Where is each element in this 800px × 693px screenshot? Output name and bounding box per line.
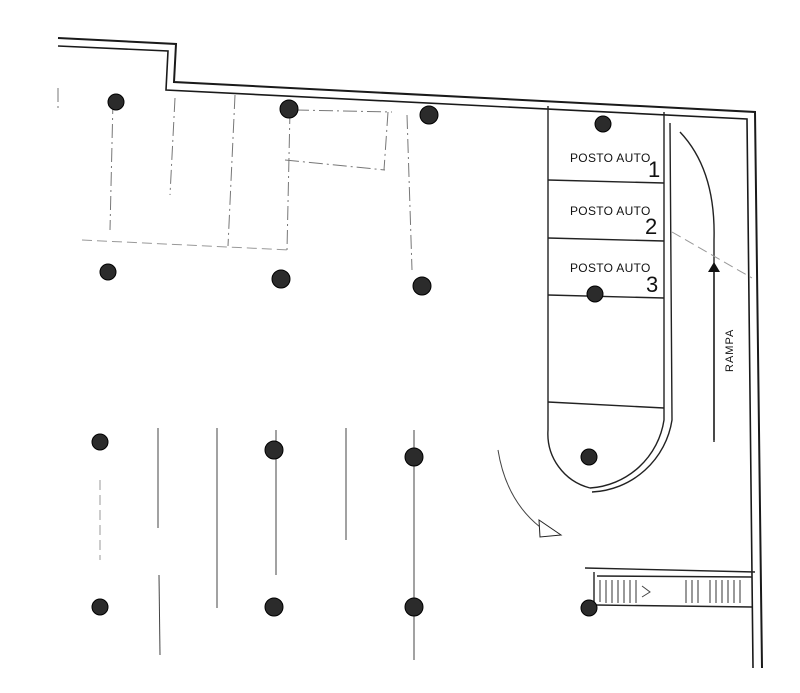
arrow-up-icon xyxy=(708,262,720,272)
parking-space-3: POSTO AUTO 3 xyxy=(570,261,658,297)
column xyxy=(580,448,598,466)
column xyxy=(586,285,604,303)
parking-space-label: POSTO AUTO xyxy=(570,261,651,275)
columns xyxy=(91,93,612,617)
staircase xyxy=(584,567,756,608)
parking-space-2: POSTO AUTO 2 xyxy=(570,204,657,239)
parking-space-label: POSTO AUTO xyxy=(570,204,651,218)
column xyxy=(264,597,284,617)
parking-space-number: 1 xyxy=(648,157,660,182)
column xyxy=(91,433,109,451)
column xyxy=(264,440,284,460)
dashed-partitions xyxy=(57,88,413,271)
parking-space-label: POSTO AUTO xyxy=(570,151,651,165)
stall-lines xyxy=(99,428,415,660)
column xyxy=(91,598,109,616)
column xyxy=(594,115,612,133)
column xyxy=(99,263,117,281)
parking-island xyxy=(547,106,673,493)
circulation-arrow xyxy=(497,449,563,538)
parking-space-number: 2 xyxy=(645,214,657,239)
column xyxy=(271,269,291,289)
column xyxy=(412,276,432,296)
ramp-label: RAMPA xyxy=(724,329,736,372)
ramp: RAMPA xyxy=(671,131,753,442)
column xyxy=(404,447,424,467)
perimeter-wall xyxy=(57,37,763,669)
parking-space-1: POSTO AUTO 1 xyxy=(570,151,660,182)
column xyxy=(107,93,125,111)
column xyxy=(580,599,598,617)
column xyxy=(419,105,439,125)
arrow-head-icon xyxy=(538,519,563,538)
parking-space-number: 3 xyxy=(646,272,658,297)
column xyxy=(279,99,299,119)
column xyxy=(404,597,424,617)
stair-direction-icon xyxy=(641,585,651,598)
